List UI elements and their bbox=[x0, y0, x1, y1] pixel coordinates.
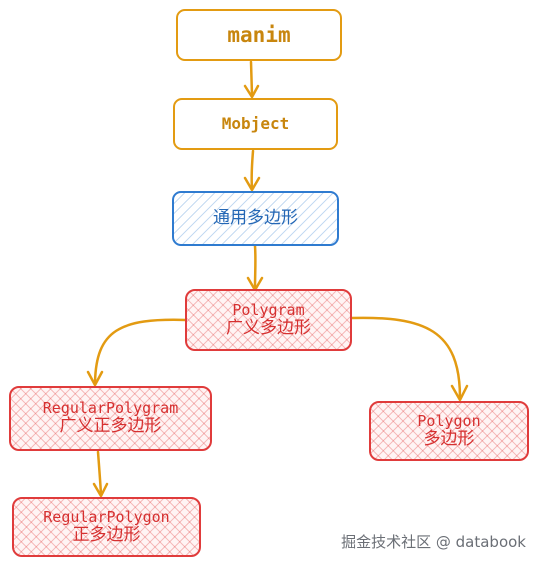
node-regular-polygram: RegularPolygram 广义正多边形 bbox=[9, 386, 212, 451]
node-polygon-sublabel: 多边形 bbox=[423, 428, 475, 449]
node-manim: manim bbox=[176, 9, 342, 61]
edge-mobject-to-generic-polygon bbox=[250, 149, 255, 190]
edge-polygram-to-polygon bbox=[349, 316, 462, 400]
node-regular-polygon: RegularPolygon 正多边形 bbox=[12, 497, 201, 557]
node-mobject-label: Mobject bbox=[221, 113, 290, 133]
node-polygram: Polygram 广义多边形 bbox=[185, 289, 352, 351]
node-polygon: Polygon 多边形 bbox=[369, 401, 529, 461]
watermark: 掘金技术社区 @ databook bbox=[341, 533, 526, 551]
node-generic-polygon-label: 通用多边形 bbox=[213, 207, 298, 228]
edge-arrowhead bbox=[450, 384, 469, 402]
edge-arrowhead bbox=[243, 176, 261, 192]
edge-polygram-to-regular-polygram bbox=[93, 318, 188, 385]
edge-manim-to-mobject bbox=[249, 60, 254, 97]
node-regular-polygram-sublabel: 广义正多边形 bbox=[59, 416, 162, 437]
node-polygram-sublabel: 广义多边形 bbox=[226, 317, 311, 338]
edge-regular-polygram-to-regular-polygon bbox=[96, 450, 103, 496]
node-mobject: Mobject bbox=[173, 98, 338, 150]
edge-arrowhead bbox=[86, 370, 104, 387]
node-regular-polygram-label: RegularPolygram bbox=[42, 399, 179, 418]
edge-arrowhead bbox=[243, 84, 260, 99]
node-regular-polygon-sublabel: 正多边形 bbox=[72, 524, 141, 545]
node-regular-polygon-label: RegularPolygon bbox=[43, 507, 170, 526]
node-generic-polygon: 通用多边形 bbox=[172, 191, 339, 246]
node-polygon-label: Polygon bbox=[417, 411, 481, 430]
node-manim-label: manim bbox=[227, 22, 291, 47]
node-polygram-label: Polygram bbox=[232, 300, 305, 319]
edge-arrowhead bbox=[92, 482, 109, 498]
